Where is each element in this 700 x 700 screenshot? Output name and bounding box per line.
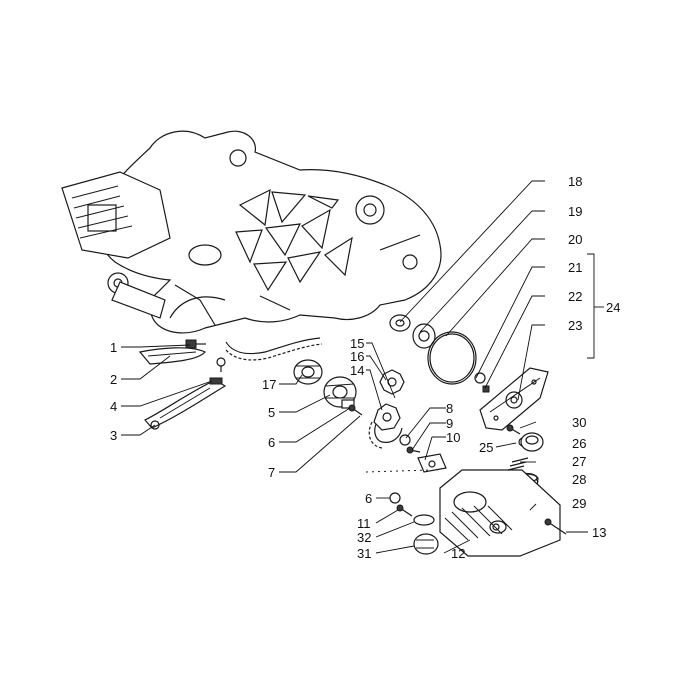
part-23-pump-cover	[479, 367, 549, 431]
part-27-spring	[507, 457, 529, 471]
callout-6-upper: 6	[268, 435, 275, 450]
callout-27: 27	[572, 454, 586, 469]
part-31-drain-plug	[413, 533, 439, 555]
callout-2: 2	[110, 372, 117, 387]
callout-31: 31	[357, 546, 371, 561]
part-2-tensioner-arm	[138, 347, 206, 365]
part-13-bolt	[544, 518, 567, 535]
drive-chain	[225, 337, 403, 449]
callout-29: 29	[572, 496, 586, 511]
callout-5: 5	[268, 405, 275, 420]
part-26-cap	[520, 432, 544, 452]
part-14-sprocket	[373, 403, 401, 431]
part-12-oil-sump	[439, 469, 561, 557]
part-10-cover-plate	[417, 453, 447, 473]
callout-12: 12	[451, 546, 465, 561]
part-3-chain-guide	[144, 379, 227, 429]
part-6-washer-lower	[389, 492, 401, 504]
callout-numbers: 1 2 4 3 17 5 6 7 15 16 14 8 9 10 18 19 2…	[110, 174, 620, 561]
callout-7: 7	[268, 465, 275, 480]
part-32-gasket	[413, 514, 435, 526]
part-19-seal-disc	[412, 323, 436, 349]
callout-22: 22	[568, 289, 582, 304]
engine-crankcase	[61, 130, 442, 334]
part-7-screw	[348, 404, 363, 416]
part-17-sprocket	[293, 359, 323, 385]
callout-28: 28	[572, 472, 586, 487]
callout-21: 21	[568, 260, 582, 275]
callout-13: 13	[592, 525, 606, 540]
callout-11: 11	[357, 516, 371, 531]
part-4-bolt	[209, 377, 223, 385]
part-18-small-disc	[389, 314, 411, 332]
callout-8: 8	[446, 401, 453, 416]
part-20-o-ring	[427, 331, 477, 385]
callout-9: 9	[446, 416, 453, 431]
callout-32: 32	[357, 530, 371, 545]
chain-tensioner-parts	[138, 339, 227, 430]
callout-20: 20	[568, 232, 582, 247]
callout-14: 14	[350, 363, 364, 378]
callout-18: 18	[568, 174, 582, 189]
leader-lines	[121, 180, 604, 554]
callout-24: 24	[606, 300, 620, 315]
part-5-oil-pump	[323, 376, 357, 409]
callout-3: 3	[110, 428, 117, 443]
callout-30: 30	[572, 415, 586, 430]
callout-23: 23	[568, 318, 582, 333]
callout-26: 26	[572, 436, 586, 451]
part-8-washer	[399, 434, 411, 446]
part-30-screw	[506, 424, 521, 435]
callout-16: 16	[350, 349, 364, 364]
alignment-dotted-line	[365, 469, 431, 473]
callout-1: 1	[110, 340, 117, 355]
part-9-screw	[406, 446, 421, 454]
part-2-pin	[216, 357, 226, 372]
callout-6-lower: 6	[365, 491, 372, 506]
callout-10: 10	[446, 430, 460, 445]
callout-19: 19	[568, 204, 582, 219]
part-11-bolt	[396, 504, 413, 517]
callout-25: 25	[479, 440, 493, 455]
callout-4: 4	[110, 399, 117, 414]
part-1-bolt	[185, 339, 206, 349]
callout-17: 17	[262, 377, 276, 392]
callout-15: 15	[350, 336, 364, 351]
